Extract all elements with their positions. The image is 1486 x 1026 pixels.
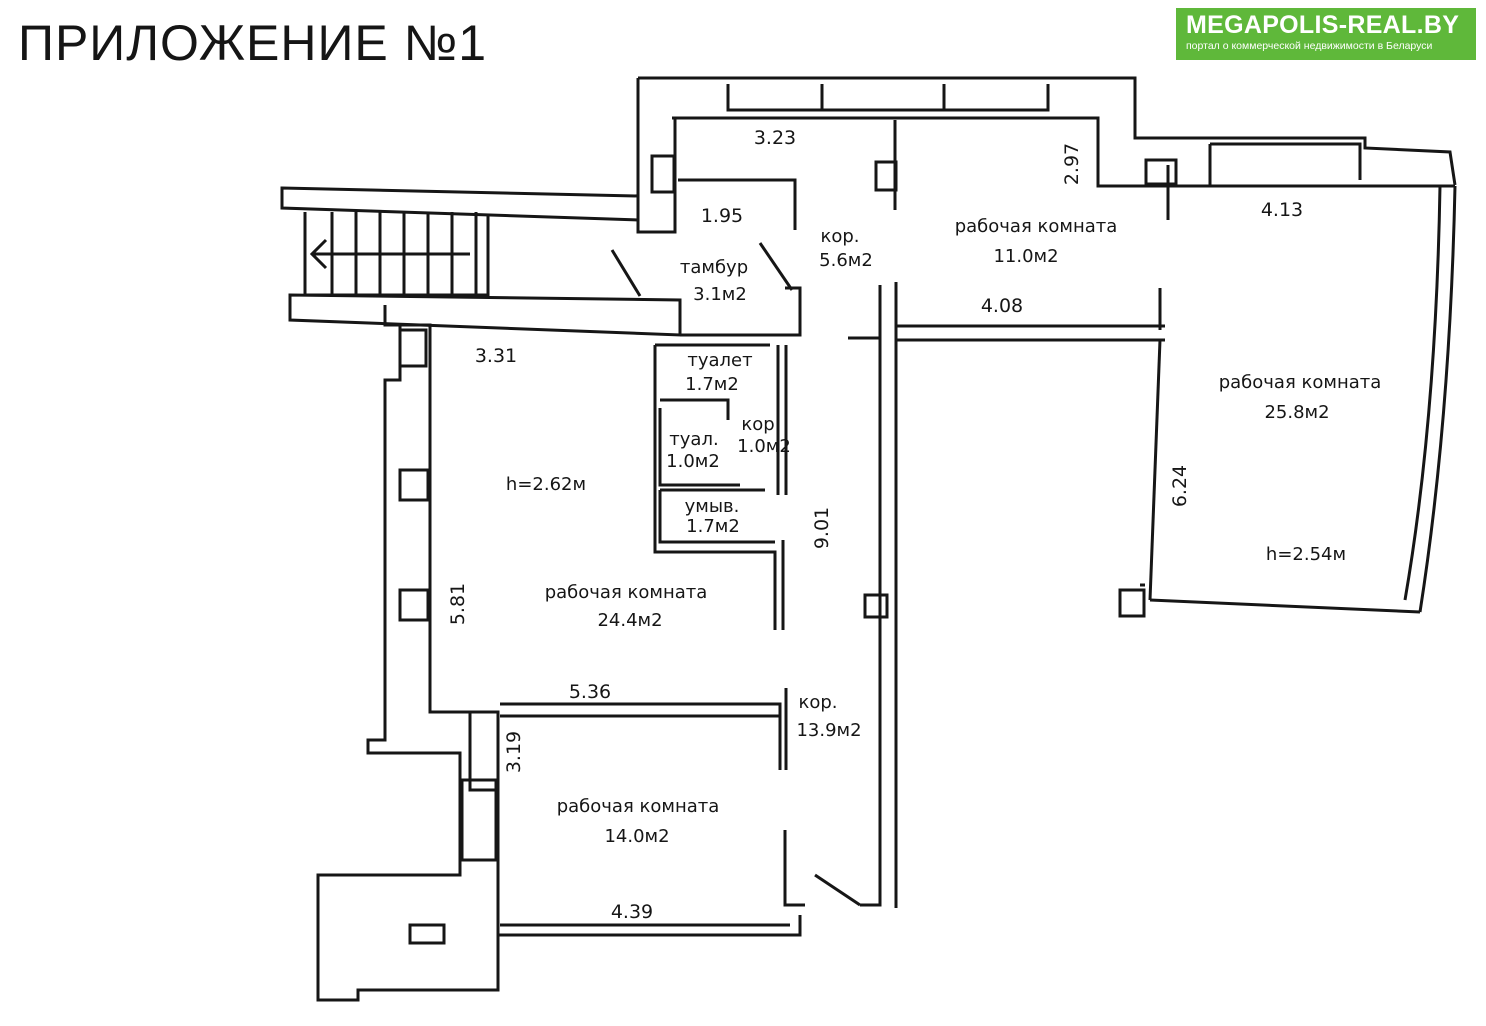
dimension-5-36: 5.36 xyxy=(569,681,611,703)
room-name-work-right: рабочая комната xyxy=(1219,372,1382,393)
room-area-washroom: 1.7м2 xyxy=(686,516,740,537)
room-name-corridor-small: кор xyxy=(741,414,774,435)
room-name-corridor-top: кор. xyxy=(820,226,859,247)
dimension-4-39: 4.39 xyxy=(611,901,653,923)
dimension-3-19: 3.19 xyxy=(503,731,525,773)
room-name-corridor-main: кор. xyxy=(798,692,837,713)
dimension-9-01: 9.01 xyxy=(811,507,833,549)
room-area-work-right: 25.8м2 xyxy=(1264,402,1329,423)
dimension-labels: 3.23 2.97 4.13 1.95 4.08 3.31 6.24 9.01 … xyxy=(447,127,1303,923)
dimension-2-97: 2.97 xyxy=(1061,143,1083,185)
room-name-work-left: рабочая комната xyxy=(545,582,708,603)
dimension-4-13: 4.13 xyxy=(1261,199,1303,221)
brand-logo: MEGAPOLIS-REAL.BY портал о коммерческой … xyxy=(1176,8,1476,60)
room-height-work-left: h=2.62м xyxy=(506,474,586,495)
logo-tagline: портал о коммерческой недвижимости в Бел… xyxy=(1186,40,1433,52)
room-name-toilet: туалет xyxy=(687,350,752,371)
room-name-toilet-small: туал. xyxy=(669,429,718,450)
logo-name: MEGAPOLIS-REAL.BY xyxy=(1186,11,1460,39)
dimension-1-95: 1.95 xyxy=(701,205,743,227)
room-height-work-right: h=2.54м xyxy=(1266,544,1346,565)
dimension-4-08: 4.08 xyxy=(981,295,1023,317)
room-name-vestibule: тамбур xyxy=(680,257,748,278)
room-labels: рабочая комната 11.0м2 рабочая комната 2… xyxy=(506,216,1381,847)
room-area-toilet-small: 1.0м2 xyxy=(666,451,720,472)
page-title: ПРИЛОЖЕНИЕ №1 xyxy=(18,15,488,71)
room-area-work-bottom: 14.0м2 xyxy=(604,826,669,847)
room-area-corridor-small: 1.0м2 xyxy=(737,436,791,457)
room-area-corridor-top: 5.6м2 xyxy=(819,250,873,271)
room-name-washroom: умыв. xyxy=(685,496,740,517)
dimension-3-31: 3.31 xyxy=(475,345,517,367)
dimension-5-81: 5.81 xyxy=(447,583,469,625)
room-name-work-bottom: рабочая комната xyxy=(557,796,720,817)
interior-walls xyxy=(500,120,1170,927)
room-area-toilet: 1.7м2 xyxy=(685,374,739,395)
room-name-work-top: рабочая комната xyxy=(955,216,1118,237)
room-area-work-top: 11.0м2 xyxy=(993,246,1058,267)
room-area-work-left: 24.4м2 xyxy=(597,610,662,631)
exterior-walls xyxy=(316,76,1457,1002)
room-area-vestibule: 3.1м2 xyxy=(693,284,747,305)
dimension-3-23: 3.23 xyxy=(754,127,796,149)
room-area-corridor-main: 13.9м2 xyxy=(796,720,861,741)
dimension-6-24: 6.24 xyxy=(1169,465,1191,507)
